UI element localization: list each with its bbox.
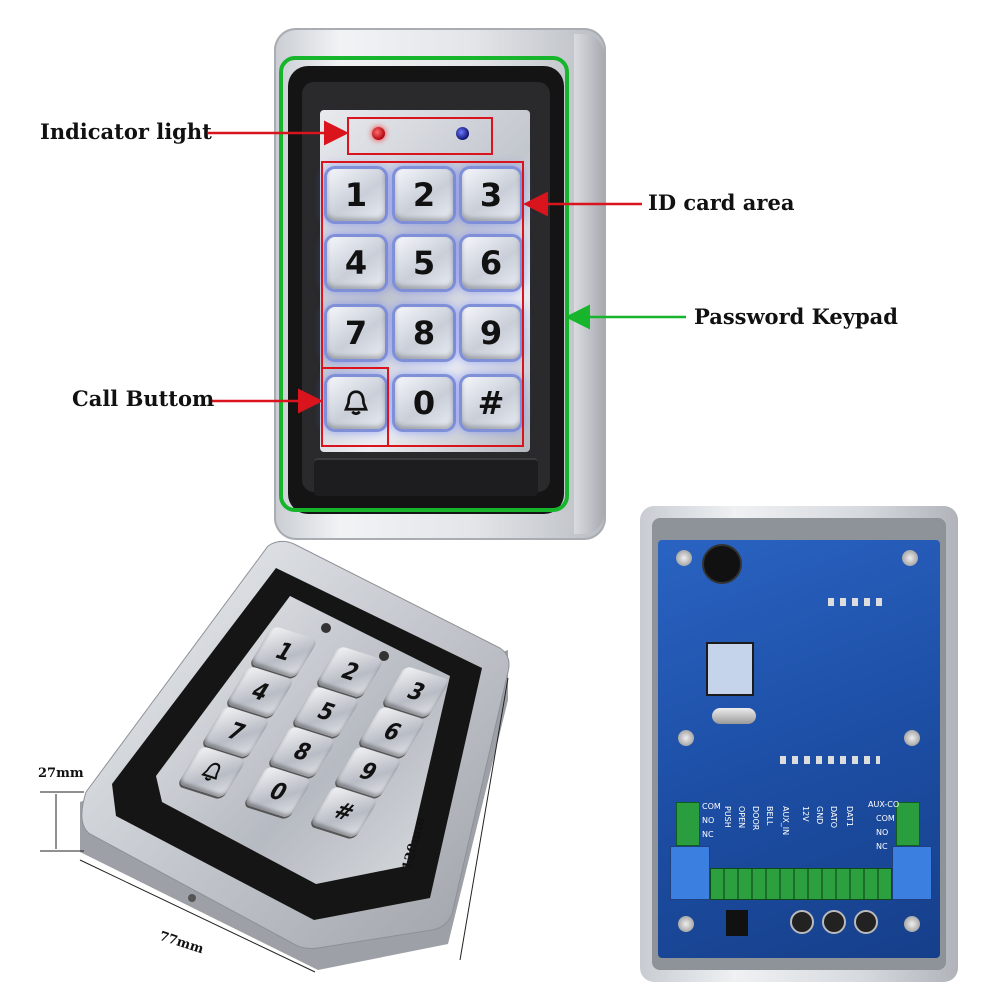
pcb-label: NO xyxy=(702,816,715,825)
pcb-screw-1 xyxy=(676,550,692,566)
capacitor-3 xyxy=(854,910,878,934)
front-key-0[interactable]: 0 xyxy=(395,377,453,429)
terminal-right xyxy=(896,802,920,846)
front-housing-side xyxy=(574,34,604,534)
pcb-label: NC xyxy=(876,842,888,851)
front-bottom-lip xyxy=(314,458,538,496)
front-key-8[interactable]: 8 xyxy=(395,307,453,359)
pcb-chip xyxy=(706,642,754,696)
indicator-light-label: Indicator light xyxy=(40,119,212,144)
pcb-label: COM xyxy=(876,814,895,823)
bell-icon xyxy=(201,762,221,781)
front-key-label: 5 xyxy=(412,244,436,282)
terminal-left xyxy=(676,802,700,846)
pcb-screw-6 xyxy=(904,916,920,932)
front-key-2[interactable]: 2 xyxy=(395,169,453,221)
buzzer xyxy=(702,544,742,584)
pcb-screw-3 xyxy=(678,730,694,746)
front-key-label: 1 xyxy=(344,176,368,214)
pcb-components-row xyxy=(780,756,880,764)
pcb-crystal xyxy=(712,708,756,724)
pcb-components-row-2 xyxy=(828,598,888,606)
pcb-label: AUX-CO xyxy=(868,800,900,809)
pcb-screw-5 xyxy=(678,916,694,932)
pcb-power-jack xyxy=(726,910,748,936)
angled-call-key[interactable] xyxy=(177,745,247,799)
capacitor-2 xyxy=(822,910,846,934)
front-key-label: 4 xyxy=(344,244,368,282)
front-key-label: 3 xyxy=(479,176,503,214)
front-key-5[interactable]: 5 xyxy=(395,237,453,289)
pcb-label: NO xyxy=(876,828,889,837)
front-key-label: 8 xyxy=(412,314,436,352)
red-led-icon xyxy=(372,127,385,140)
front-key-label: # xyxy=(477,384,505,422)
bell-icon xyxy=(343,390,369,415)
front-key-3[interactable]: 3 xyxy=(462,169,520,221)
front-key-label: 2 xyxy=(412,176,436,214)
front-key-hash[interactable]: # xyxy=(462,377,520,429)
front-key-label: 0 xyxy=(412,384,436,422)
front-key-label: 9 xyxy=(479,314,503,352)
front-key-7[interactable]: 7 xyxy=(327,307,385,359)
capacitor-1 xyxy=(790,910,814,934)
front-key-1[interactable]: 1 xyxy=(327,169,385,221)
call-button-label: Call Buttom xyxy=(72,386,215,411)
front-key-9[interactable]: 9 xyxy=(462,307,520,359)
relay-right xyxy=(892,846,932,900)
front-key-label: 7 xyxy=(344,314,368,352)
pcb-label: NC xyxy=(702,830,714,839)
front-key-4[interactable]: 4 xyxy=(327,237,385,289)
front-key-label: 6 xyxy=(479,244,503,282)
pcb-screw-2 xyxy=(902,550,918,566)
call-key[interactable] xyxy=(327,377,385,429)
pcb-label: COM xyxy=(702,802,721,811)
terminal-block-main xyxy=(710,868,892,900)
blue-led-icon xyxy=(456,127,469,140)
depth-dimension-label: 27mm xyxy=(38,766,84,781)
id-card-area-label: ID card area xyxy=(648,190,795,215)
password-keypad-label: Password Keypad xyxy=(694,304,898,329)
pcb-screw-4 xyxy=(904,730,920,746)
relay-left xyxy=(670,846,710,900)
front-key-6[interactable]: 6 xyxy=(462,237,520,289)
